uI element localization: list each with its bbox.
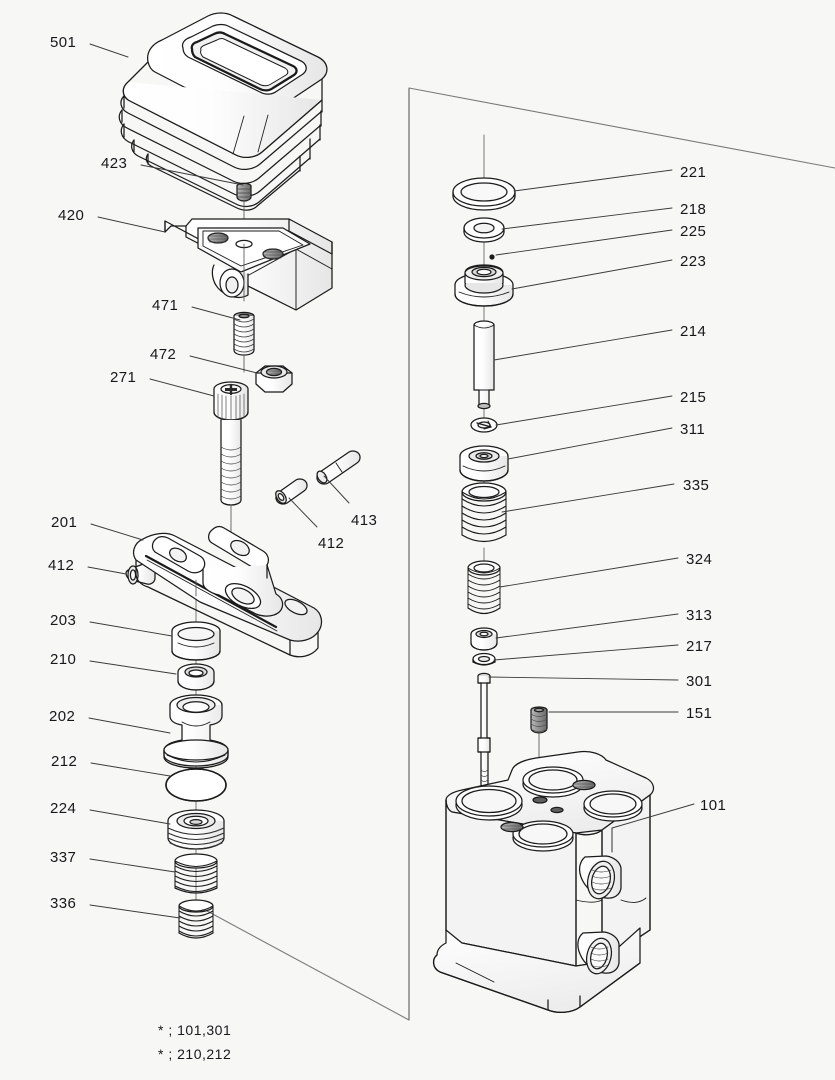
callout-412-middle[interactable]: 412 (318, 535, 345, 552)
callout-324[interactable]: 324 (686, 551, 713, 568)
callout-337[interactable]: 337 (50, 849, 77, 866)
callout-214[interactable]: 214 (680, 323, 707, 340)
part-412-bushing-right (275, 478, 308, 505)
part-101-valve-body (433, 750, 655, 1014)
footnote-2: * ; 210,212 (158, 1046, 232, 1062)
part-471-adjust-screw (233, 311, 255, 373)
callout-201[interactable]: 201 (51, 514, 78, 531)
callout-202[interactable]: 202 (49, 708, 76, 725)
part-201-pedal-bracket (133, 525, 323, 658)
callout-413[interactable]: 413 (351, 512, 378, 529)
callout-221[interactable]: 221 (680, 164, 707, 181)
part-224-piston (167, 809, 225, 850)
section-divider (195, 87, 835, 1021)
footnote-1: * ; 101,301 (158, 1022, 232, 1038)
part-501-dust-boot (118, 12, 328, 211)
callout-212[interactable]: 212 (51, 753, 78, 770)
part-472-lock-nut (255, 365, 293, 393)
part-225-backup-ring-marker (489, 254, 495, 260)
callout-225[interactable]: 225 (680, 223, 707, 240)
callout-313[interactable]: 313 (686, 607, 713, 624)
part-215-snap-ring (470, 417, 498, 433)
part-311-spring-seat (459, 445, 509, 482)
part-336-spring-lower (178, 899, 214, 939)
part-313-spring-cap (470, 627, 498, 651)
callout-203[interactable]: 203 (50, 612, 77, 629)
part-217-seal-washer (472, 652, 496, 666)
part-337-spring-upper (174, 853, 218, 894)
part-221-o-ring-large (452, 177, 516, 211)
callout-217[interactable]: 217 (686, 638, 713, 655)
callout-501[interactable]: 501 (50, 34, 77, 51)
part-423-set-screw (236, 182, 252, 239)
callout-311[interactable]: 311 (680, 421, 706, 438)
callout-218[interactable]: 218 (680, 201, 707, 218)
callout-420[interactable]: 420 (58, 207, 85, 224)
callout-210[interactable]: 210 (50, 651, 77, 668)
callout-215[interactable]: 215 (680, 389, 707, 406)
callout-471[interactable]: 471 (152, 297, 179, 314)
callout-412-left[interactable]: 412 (48, 557, 75, 574)
callout-423[interactable]: 423 (101, 155, 128, 172)
part-420-pedal-plate (164, 218, 333, 311)
part-214-plunger-rod (473, 320, 495, 410)
part-271-socket-head-bolt (213, 381, 249, 539)
callout-224[interactable]: 224 (50, 800, 77, 817)
part-210-oil-seal (177, 663, 215, 691)
part-212-o-ring (165, 768, 227, 802)
leader-lines (87, 43, 695, 919)
callout-271[interactable]: 271 (110, 369, 137, 386)
callout-472[interactable]: 472 (150, 346, 177, 363)
part-324-return-spring (467, 560, 501, 615)
callout-336[interactable]: 336 (50, 895, 77, 912)
callout-301[interactable]: 301 (686, 673, 713, 690)
callout-223[interactable]: 223 (680, 253, 707, 270)
callout-101[interactable]: 101 (700, 797, 727, 814)
part-301-valve-spool (477, 672, 491, 794)
part-223-seal-retainer (454, 264, 514, 307)
part-202-plunger-guide (163, 694, 229, 769)
part-413-pivot-pin (316, 450, 361, 485)
callout-151[interactable]: 151 (686, 705, 713, 722)
part-218-washer (463, 217, 505, 243)
callout-335[interactable]: 335 (683, 477, 710, 494)
part-203-spacer-ring (171, 621, 221, 661)
part-335-main-spring (461, 482, 507, 543)
